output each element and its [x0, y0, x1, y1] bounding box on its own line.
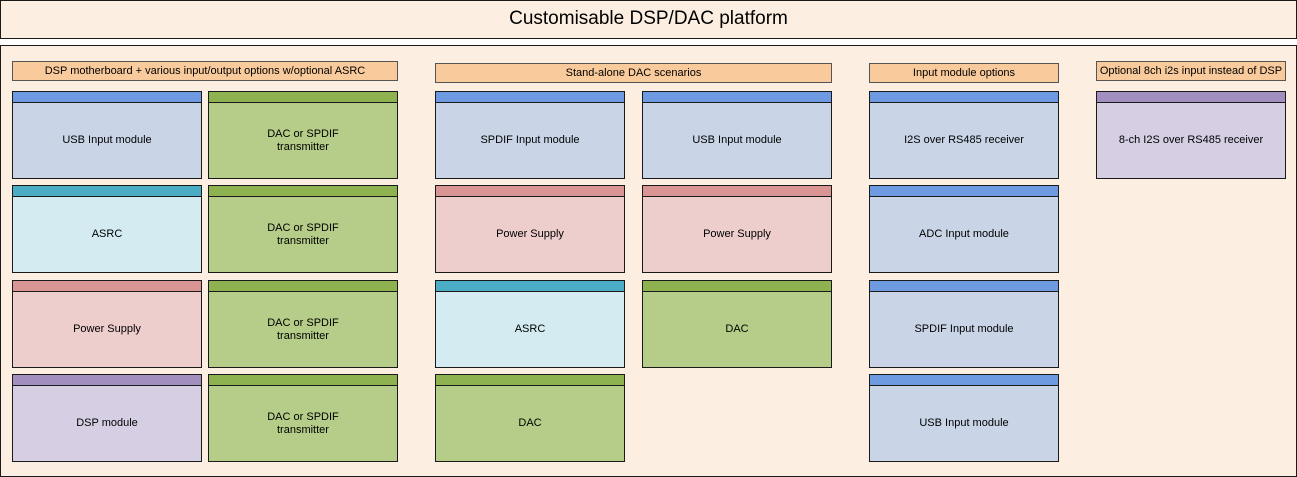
module-color-bar — [436, 375, 624, 386]
module-color-bar — [643, 186, 831, 197]
module-card-dac-spdif: DAC or SPDIF transmitter — [208, 280, 398, 368]
module-label: Power Supply — [73, 323, 141, 335]
module-label: DAC or SPDIF transmitter — [267, 410, 339, 436]
module-color-bar — [1097, 92, 1285, 103]
module-label: ASRC — [91, 228, 123, 240]
module-label: Power Supply — [496, 228, 564, 240]
module-label: DSP module — [76, 417, 138, 429]
module-card-dac-spdif: DAC or SPDIF transmitter — [208, 374, 398, 462]
module-label: ASRC — [514, 323, 546, 335]
module-card-8ch-i2s-receiver: 8-ch I2S over RS485 receiver — [1096, 91, 1286, 179]
module-label: I2S over RS485 receiver — [904, 134, 1024, 146]
module-card-spdif-input: SPDIF Input module — [435, 91, 625, 179]
module-label: USB Input module — [919, 417, 1009, 429]
module-label: DAC — [518, 417, 542, 429]
module-card-asrc: ASRC — [435, 280, 625, 368]
module-color-bar — [643, 92, 831, 103]
module-color-bar — [643, 281, 831, 292]
section-header-dsp-motherboard: DSP motherboard + various input/output o… — [12, 61, 398, 81]
module-color-bar — [870, 92, 1058, 103]
module-label: DAC or SPDIF transmitter — [267, 221, 339, 247]
module-color-bar — [870, 375, 1058, 386]
module-card-power-supply: Power Supply — [12, 280, 202, 368]
module-color-bar — [13, 281, 201, 292]
module-color-bar — [870, 281, 1058, 292]
module-label: USB Input module — [62, 134, 152, 146]
module-color-bar — [13, 92, 201, 103]
module-card-usb-input: USB Input module — [869, 374, 1059, 462]
module-card-usb-input: USB Input module — [642, 91, 832, 179]
module-label: Power Supply — [703, 228, 771, 240]
module-color-bar — [13, 375, 201, 386]
module-label: DAC or SPDIF transmitter — [267, 127, 339, 153]
title-banner: Customisable DSP/DAC platform — [0, 0, 1297, 39]
module-card-power-supply: Power Supply — [642, 185, 832, 273]
module-card-dac: DAC — [435, 374, 625, 462]
module-card-dac-spdif: DAC or SPDIF transmitter — [208, 185, 398, 273]
section-header-standalone-dac: Stand-alone DAC scenarios — [435, 63, 832, 83]
module-color-bar — [436, 281, 624, 292]
module-label: DAC — [725, 323, 749, 335]
module-label: DAC or SPDIF transmitter — [267, 316, 339, 342]
module-label: 8-ch I2S over RS485 receiver — [1118, 134, 1264, 146]
section-header-input-modules: Input module options — [869, 63, 1059, 83]
module-color-bar — [209, 186, 397, 197]
module-label: USB Input module — [692, 134, 782, 146]
module-card-dac: DAC — [642, 280, 832, 368]
module-color-bar — [436, 186, 624, 197]
diagram-title: Customisable DSP/DAC platform — [509, 8, 788, 29]
module-card-asrc: ASRC — [12, 185, 202, 273]
module-card-dsp: DSP module — [12, 374, 202, 462]
section-header-8ch-i2s: Optional 8ch i2s input instead of DSP — [1096, 61, 1286, 81]
module-card-dac-spdif: DAC or SPDIF transmitter — [208, 91, 398, 179]
module-card-power-supply: Power Supply — [435, 185, 625, 273]
module-color-bar — [436, 92, 624, 103]
module-color-bar — [209, 281, 397, 292]
module-card-usb-input: USB Input module — [12, 91, 202, 179]
module-color-bar — [13, 186, 201, 197]
module-card-spdif-input: SPDIF Input module — [869, 280, 1059, 368]
module-card-i2s-rs485-receiver: I2S over RS485 receiver — [869, 91, 1059, 179]
module-card-adc-input: ADC Input module — [869, 185, 1059, 273]
module-label: SPDIF Input module — [480, 134, 580, 146]
module-label: SPDIF Input module — [914, 323, 1014, 335]
module-color-bar — [209, 92, 397, 103]
module-color-bar — [209, 375, 397, 386]
module-label: ADC Input module — [919, 228, 1009, 240]
module-color-bar — [870, 186, 1058, 197]
